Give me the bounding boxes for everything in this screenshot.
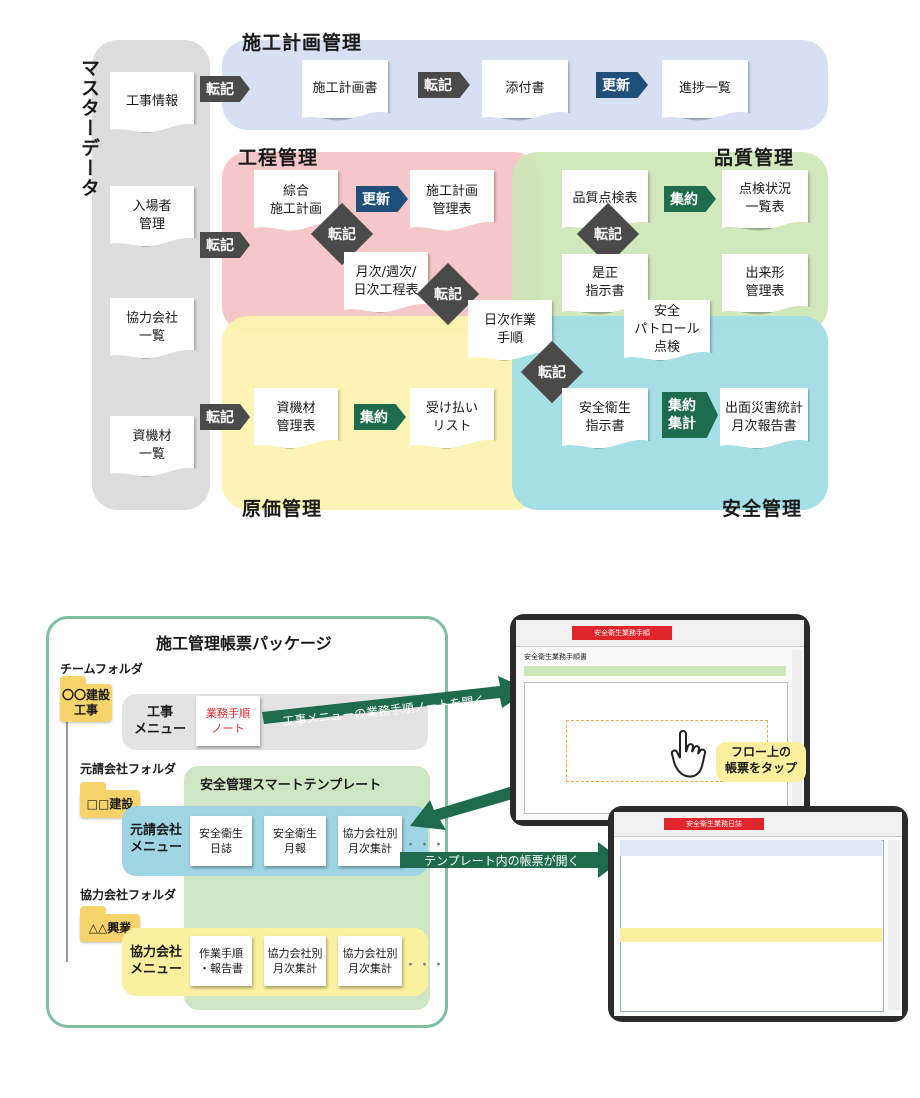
tag-aggregate: 集約 xyxy=(354,404,406,430)
plan-title: 施工計画管理 xyxy=(242,32,363,54)
tablet2-form-header xyxy=(620,840,882,856)
doc-schedule-table: 月次/週次/ 日次工程表 xyxy=(344,252,428,312)
tag-transfer-text: 転記 xyxy=(328,227,356,243)
tablet-procedure-screen: 安全衛生業務手順 安全衛生業務手順書 xyxy=(516,620,804,820)
folder-label-prime: 元請会社フォルダ xyxy=(80,762,177,776)
folder-team[interactable]: 〇〇建設 工事 xyxy=(60,676,112,722)
tag-aggregate: 集約 xyxy=(664,186,716,212)
tablet2-title: 安全衛生業務日誌 xyxy=(664,818,764,830)
doc-plan-management-table: 施工計画 管理表 xyxy=(410,170,494,232)
doc-materials-management: 資機材 管理表 xyxy=(254,388,338,448)
quality-title: 品質管理 xyxy=(714,147,795,169)
template-title: 安全管理スマートテンプレート xyxy=(200,778,382,793)
tablet-form-screen: 安全衛生業務日誌 xyxy=(614,812,902,1016)
hand-pointer-icon xyxy=(670,730,707,778)
tablet1-step-bar xyxy=(524,666,786,676)
cost-title: 原価管理 xyxy=(242,498,323,520)
tag-transfer-text: 転記 xyxy=(434,287,462,303)
work-procedure-report-doc[interactable]: 作業手順 ・報告書 xyxy=(190,936,252,986)
tap-callout: フロー上の 帳票をタップ xyxy=(716,742,806,782)
tag-transfer: 転記 xyxy=(200,76,250,102)
tag-transfer-text: 転記 xyxy=(538,365,566,381)
partner-monthly-summary-doc[interactable]: 協力会社別 月次集計 xyxy=(264,936,326,986)
tablet1-title: 安全衛生業務手順 xyxy=(572,626,672,640)
tablet1-subtitle: 安全衛生業務手順書 xyxy=(524,653,587,661)
doc-finished-form-table: 出来形 管理表 xyxy=(722,254,808,312)
package-frame xyxy=(46,616,448,1028)
tablet2-form xyxy=(620,840,884,1012)
doc-attachment: 添付書 xyxy=(482,60,568,118)
partner-monthly-summary-doc[interactable]: 協力会社別 月次集計 xyxy=(338,936,402,986)
doc-receipt-list: 受け払い リスト xyxy=(410,388,494,448)
safety-monthly-doc[interactable]: 安全衛生 月報 xyxy=(264,816,326,866)
more-dots: ・・・ xyxy=(404,838,447,853)
master-doc-partner-list: 協力会社 一覧 xyxy=(110,298,194,358)
tag-aggregate-summary: 集約 集計 xyxy=(662,392,718,438)
more-dots: ・・・ xyxy=(404,958,447,973)
tree-line xyxy=(66,712,68,962)
tablet2-form-yellow xyxy=(620,928,882,942)
master-doc-construction-info: 工事情報 xyxy=(110,72,194,132)
master-doc-materials-list: 資機材 一覧 xyxy=(110,416,194,476)
tablet2-sidebar xyxy=(888,840,900,1010)
prime-menu-label: 元請会社 メニュー xyxy=(129,823,182,855)
doc-quality-inspection: 品質点検表 xyxy=(562,170,648,228)
safety-diary-doc[interactable]: 安全衛生 日誌 xyxy=(190,816,252,866)
tag-transfer-text: 転記 xyxy=(594,227,622,243)
doc-disaster-statistics-report: 出面災害統計 月次報告書 xyxy=(720,388,808,448)
doc-progress-list: 進捗一覧 xyxy=(662,60,748,118)
doc-safety-instruction: 安全衛生 指示書 xyxy=(562,388,648,448)
partner-menu-label: 協力会社 メニュー xyxy=(129,945,182,977)
construction-menu-label: 工事 メニュー xyxy=(133,705,186,737)
doc-safety-patrol: 安全 パトロール 点検 xyxy=(624,300,710,360)
doc-inspection-status-list: 点検状況 一覧表 xyxy=(722,170,808,228)
tag-transfer: 転記 xyxy=(200,232,250,258)
tag-update: 更新 xyxy=(356,186,408,212)
doc-construction-plan: 施工計画書 xyxy=(302,60,388,118)
master-doc-entry-management: 入場者 管理 xyxy=(110,186,194,246)
tablet1-sidebar xyxy=(792,650,802,810)
tag-update: 更新 xyxy=(596,72,648,98)
process-title: 工程管理 xyxy=(238,147,319,169)
flow-arrow-open-note xyxy=(262,676,530,724)
folder-label-partner: 協力会社フォルダ xyxy=(80,888,177,902)
tag-transfer: 転記 xyxy=(418,72,470,98)
folder-label-team: チームフォルダ xyxy=(60,662,143,676)
procedure-note-doc[interactable]: 業務手順 ノート xyxy=(196,696,260,746)
doc-daily-work-procedure: 日次作業 手順 xyxy=(468,300,552,360)
master-data-title: マスターデータ xyxy=(78,58,100,198)
partner-monthly-summary-doc[interactable]: 協力会社別 月次集計 xyxy=(338,816,402,866)
safety-title: 安全管理 xyxy=(722,498,803,520)
package-title: 施工管理帳票パッケージ xyxy=(156,634,332,653)
flow-text-open-form: テンプレート内の帳票が開く xyxy=(424,854,580,868)
tag-transfer: 転記 xyxy=(200,404,250,430)
flow-arrow-open-form xyxy=(400,842,622,878)
